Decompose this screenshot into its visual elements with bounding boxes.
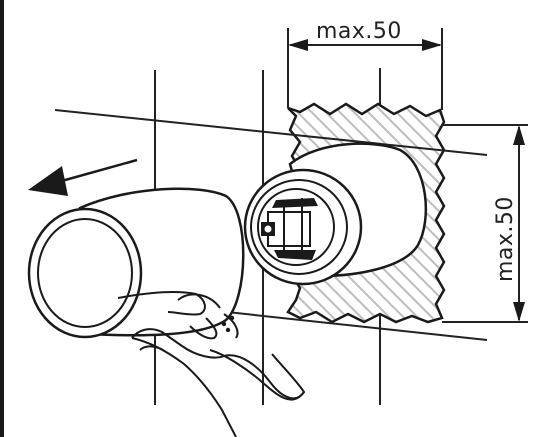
hand-dot-3 bbox=[225, 327, 231, 333]
removal-arrow-head bbox=[28, 166, 68, 196]
hand-dot-2 bbox=[229, 315, 235, 321]
removal-arrow-shaft bbox=[57, 158, 138, 184]
height-arrow-bottom bbox=[513, 302, 525, 322]
cap-front-rim bbox=[27, 207, 143, 339]
cap-inner-rim bbox=[37, 218, 133, 328]
height-dimension-label: max.50 bbox=[493, 196, 518, 282]
width-dimension-label: max.50 bbox=[316, 19, 402, 44]
valve-clip-bottom bbox=[274, 250, 316, 260]
hand-dot-1 bbox=[221, 321, 227, 327]
height-arrow-top bbox=[513, 125, 525, 145]
height-dimension: max.50 bbox=[442, 124, 528, 323]
valve-core-hole bbox=[264, 225, 272, 233]
guide-line-top bbox=[54, 109, 488, 156]
width-arrow-left bbox=[288, 39, 308, 51]
hand-palm bbox=[131, 328, 305, 400]
hand-illustration bbox=[117, 290, 306, 437]
valve-clip-top bbox=[272, 198, 318, 208]
width-dimension: max.50 bbox=[287, 19, 443, 110]
width-arrow-right bbox=[422, 39, 442, 51]
valve-assembly bbox=[243, 142, 428, 286]
cap-cylinder bbox=[27, 187, 245, 339]
